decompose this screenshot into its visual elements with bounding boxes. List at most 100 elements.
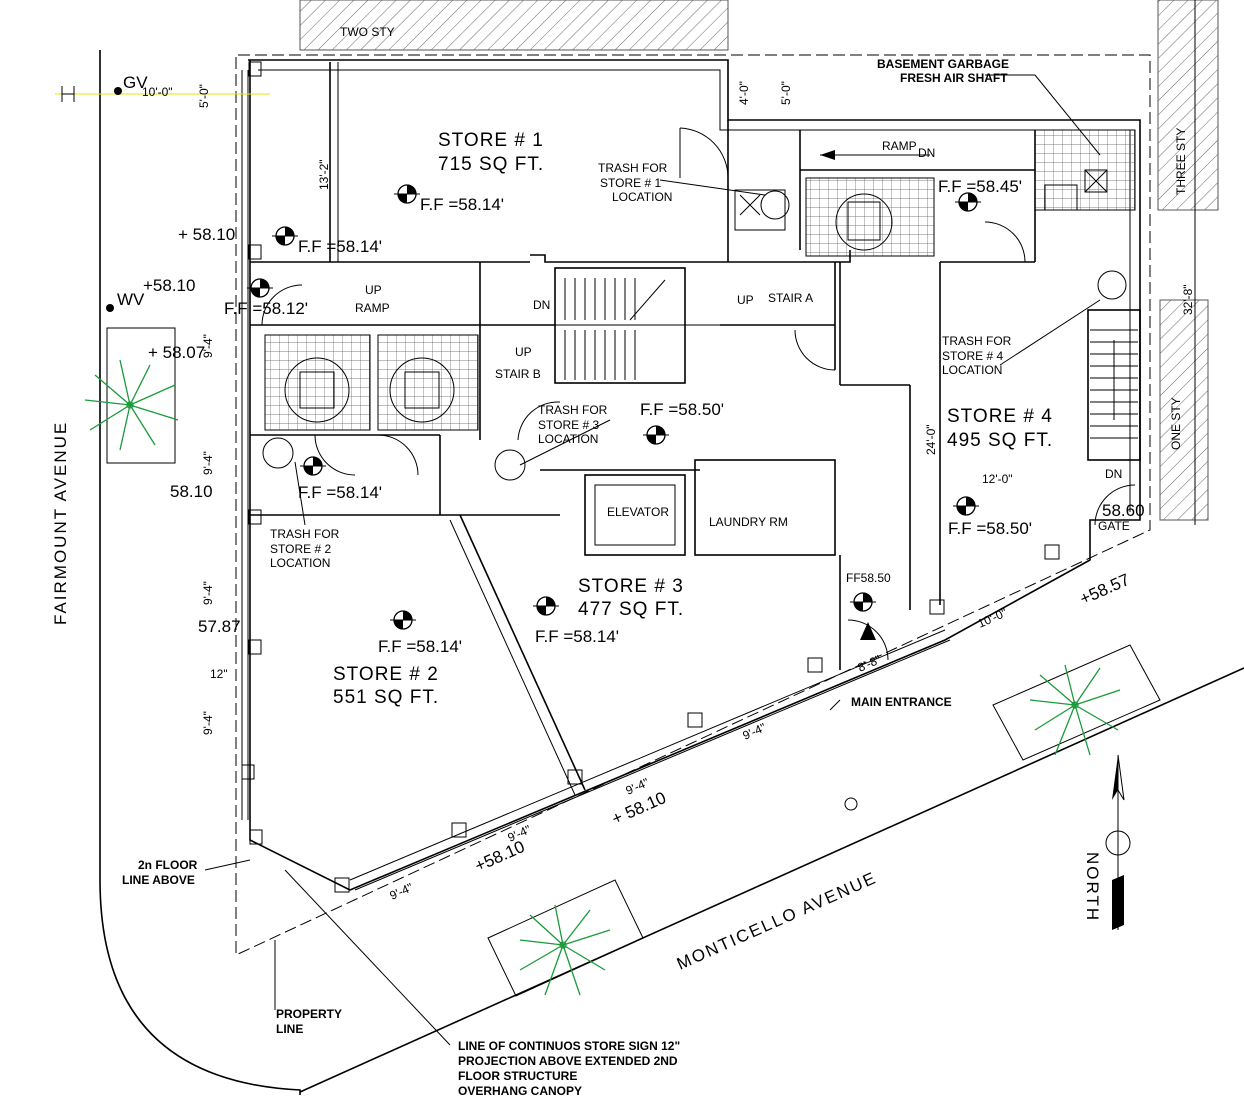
- north-label: NORTH: [1083, 852, 1102, 922]
- property-line: [235, 54, 1151, 956]
- elev-ff5850: FF58.50: [846, 571, 891, 585]
- restroom-center-right: [377, 334, 479, 431]
- gv-label: GV: [123, 73, 148, 92]
- sign-note-1: LINE OF CONTINUOS STORE SIGN 12": [458, 1039, 680, 1053]
- street-west: FAIRMOUNT AVENUE: [51, 421, 70, 625]
- tree-pit-west: [106, 327, 176, 464]
- elevation-marker-quadrant: [394, 620, 403, 629]
- elevator-label: ELEVATOR: [607, 505, 669, 519]
- restroom-center-left: [264, 334, 371, 431]
- elevation-marker-quadrant: [398, 194, 407, 203]
- elevation-markers: [247, 184, 981, 630]
- elev-ff-58-14-a: F.F =58.14': [298, 237, 382, 256]
- dim-32-8: 32'-8": [1181, 284, 1195, 315]
- dim-9-4-c: 9'-4": [201, 581, 215, 605]
- elevation-marker-quadrant: [403, 611, 412, 620]
- dim-9-4-a: 9'-4": [201, 334, 215, 358]
- elev-5787: 57.87: [198, 617, 241, 636]
- dim-12-0: 12'-0": [982, 472, 1013, 486]
- elevation-marker-quadrant: [957, 506, 966, 515]
- elev-5857: +58.57: [1077, 570, 1133, 609]
- elevation-marker-quadrant: [260, 279, 269, 288]
- store2-ff: F.F =58.14': [378, 637, 462, 656]
- dim-10-0: 10'-0": [142, 85, 173, 99]
- store4-ff: F.F =58.50': [948, 519, 1032, 538]
- shaft-label-2: FRESH AIR SHAFT: [900, 71, 1008, 85]
- dim-9-4-h: 9'-4": [388, 880, 416, 903]
- stair-a-dn: DN: [533, 298, 550, 312]
- floor-line-note-2: LINE ABOVE: [122, 873, 195, 887]
- trash2-line3: LOCATION: [270, 556, 330, 570]
- elev-5807: + 58.07: [148, 343, 205, 362]
- elevation-marker-quadrant: [285, 227, 294, 236]
- elevation-marker-quadrant: [276, 236, 285, 245]
- tree-pit-south-right: [992, 644, 1161, 761]
- stair-b-up: UP: [515, 345, 532, 359]
- elev-5810-d: + 58.10: [609, 788, 669, 829]
- store4-area: 495 SQ FT.: [947, 430, 1053, 451]
- elev-5810-a: + 58.10: [178, 225, 235, 244]
- stair-b-label: STAIR B: [495, 367, 541, 381]
- dim-9-4-d: 9'-4": [201, 711, 215, 735]
- tree-south-right: [1029, 664, 1121, 756]
- elev-ff-58-12: F.F =58.12': [224, 299, 308, 318]
- trash1-line2: STORE # 1: [600, 176, 661, 190]
- neighbor-one-story: [1159, 299, 1209, 521]
- trash3-line2: STORE # 3: [538, 418, 599, 432]
- street-south: MONTICELLO AVENUE: [674, 868, 880, 974]
- stair-a-treads: [555, 278, 720, 380]
- elevation-marker-quadrant: [854, 602, 863, 611]
- street-curb: [99, 50, 301, 1095]
- elevation-marker-quadrant: [251, 288, 260, 297]
- trash2-line1: TRASH FOR: [270, 527, 340, 541]
- stair-a-label: STAIR A: [768, 291, 813, 305]
- ramp-dn: DN: [918, 146, 935, 160]
- elevation-marker-quadrant: [656, 426, 665, 435]
- main-entrance-label: MAIN ENTRANCE: [851, 695, 952, 709]
- dim-5-0-b: 5'-0": [779, 81, 793, 105]
- ramp-up: UP: [365, 283, 382, 297]
- tree-west: [84, 359, 179, 451]
- neighbor-label-right-top: THREE STY: [1174, 128, 1188, 195]
- elev-ff-58-45: F.F =58.45': [938, 177, 1022, 196]
- trash4-line2: STORE # 4: [942, 349, 1003, 363]
- elevation-marker-quadrant: [863, 593, 872, 602]
- trash1-line1: TRASH FOR: [598, 161, 668, 175]
- dim-12: 12": [210, 667, 228, 681]
- tree-south-left: [519, 904, 611, 996]
- floor-line-note-1: 2n FLOOR: [138, 858, 198, 872]
- neighbor-label-right-bottom: ONE STY: [1169, 397, 1183, 450]
- dim-4-0: 4'-0": [737, 81, 751, 105]
- dim-9-4-b: 9'-4": [201, 451, 215, 475]
- store3-name: STORE # 3: [578, 576, 684, 597]
- elevator-shaft: [584, 474, 686, 556]
- dim-13-2: 13'-2": [317, 159, 331, 190]
- elev-ff-58-14-b: F.F =58.14': [298, 483, 382, 502]
- elevation-marker-quadrant: [959, 202, 968, 211]
- store1-area: 715 SQ FT.: [438, 154, 544, 175]
- sign-note-3: FLOOR STRUCTURE: [458, 1069, 577, 1083]
- trash1-line3: LOCATION: [612, 190, 672, 204]
- neighbor-two-story: [299, 0, 729, 51]
- trash4-line3: LOCATION: [942, 363, 1002, 377]
- gate-label: GATE: [1098, 519, 1130, 533]
- trash-chute-1: [734, 189, 786, 231]
- elev-ff-58-50: F.F =58.50': [640, 400, 724, 419]
- dim-24-0: 24'-0": [924, 424, 938, 455]
- elevation-marker-quadrant: [968, 193, 977, 202]
- store1-ff: F.F =58.14': [420, 195, 504, 214]
- property-line-note-2: LINE: [276, 1022, 303, 1036]
- elevation-marker-quadrant: [647, 435, 656, 444]
- building-outline: [248, 59, 1141, 891]
- elevation-marker-quadrant: [313, 457, 322, 466]
- elev-5810-b: +58.10: [143, 276, 195, 295]
- laundry-label: LAUNDRY RM: [709, 515, 788, 529]
- stair-a-up: UP: [737, 293, 754, 307]
- store1-name: STORE # 1: [438, 130, 544, 151]
- tree-pit-south-left: [487, 879, 644, 997]
- store3-area: 477 SQ FT.: [578, 599, 684, 620]
- elevation-marker-quadrant: [546, 597, 555, 606]
- sign-note-4: OVERHANG CANOPY: [458, 1084, 582, 1098]
- west-windows: [241, 61, 263, 845]
